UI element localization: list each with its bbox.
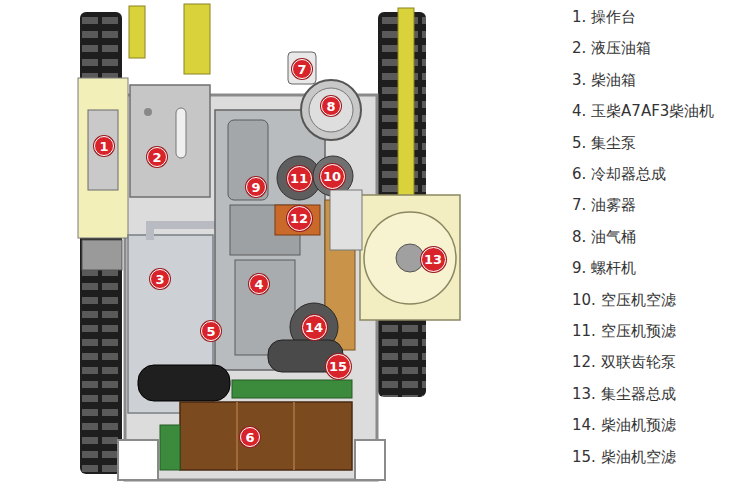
callout-number: 11 <box>290 172 308 185</box>
callout-number: 12 <box>290 212 308 225</box>
part-list-item: 4. 玉柴A7AF3柴油机 <box>572 102 714 120</box>
callout-number: 10 <box>323 170 341 183</box>
hydraulic-tank <box>130 85 210 197</box>
callout-circle: 12 <box>287 206 312 231</box>
callout-circle: 15 <box>326 354 351 379</box>
part-list-item: 10. 空压机空滤 <box>572 291 676 309</box>
callout-circle: 7 <box>292 59 312 79</box>
callout-circle: 13 <box>421 247 446 272</box>
control-panel <box>88 110 118 190</box>
part-list-item: 1. 操作台 <box>572 8 636 26</box>
oil-mist-separator <box>288 52 316 84</box>
callout-circle: 10 <box>320 164 345 189</box>
callout-number: 5 <box>206 325 215 338</box>
part-list-item: 9. 螺杆机 <box>572 259 636 277</box>
callout-number: 15 <box>329 360 347 373</box>
frame-foot <box>355 440 385 480</box>
callout-circle: 3 <box>150 269 170 289</box>
hydraulic-cylinder <box>129 6 145 58</box>
callout-circle: 11 <box>287 166 312 191</box>
hydraulic-cylinder <box>184 4 210 74</box>
operator-station <box>78 78 128 238</box>
part-list-item: 11. 空压机预滤 <box>572 322 676 340</box>
dust-pump <box>330 190 362 250</box>
muffler <box>138 365 230 401</box>
main-frame <box>125 95 377 480</box>
cooler-top <box>232 380 352 398</box>
dust-collector-drum <box>364 212 456 304</box>
callout-number: 14 <box>305 321 323 334</box>
gear-pump <box>275 205 320 235</box>
part-list-item: 6. 冷却器总成 <box>572 165 666 183</box>
part-list-item: 3. 柴油箱 <box>572 71 636 89</box>
oil-gas-barrel <box>301 80 361 140</box>
filler-cap <box>144 108 152 116</box>
callout-circle: 5 <box>201 321 221 341</box>
callout-number: 8 <box>326 100 335 113</box>
callout-circle: 8 <box>321 96 341 116</box>
engine <box>215 110 325 370</box>
part-list-item: 14. 柴油机预滤 <box>572 416 676 434</box>
part-list-item: 13. 集尘器总成 <box>572 385 676 403</box>
callout-number: 2 <box>152 151 161 164</box>
callout-circle: 2 <box>147 147 167 167</box>
screw-compressor <box>228 120 268 200</box>
cooler-divider <box>293 402 295 470</box>
cooler-divider <box>236 402 238 470</box>
callout-circle: 9 <box>246 177 266 197</box>
callout-number: 4 <box>254 278 263 291</box>
callout-number: 3 <box>155 273 164 286</box>
callout-circle: 14 <box>302 315 327 340</box>
callout-circle: 1 <box>94 136 114 156</box>
callout-number: 1 <box>99 140 108 153</box>
callout-circle: 4 <box>249 274 269 294</box>
callout-number: 9 <box>251 181 260 194</box>
valve-block <box>82 240 122 270</box>
cooler-fan-guard <box>160 425 180 470</box>
level-gauge <box>176 108 186 158</box>
part-list-item: 12. 双联齿轮泵 <box>572 353 676 371</box>
cooler <box>180 402 352 470</box>
callout-number: 6 <box>245 431 254 444</box>
hydraulic-cylinder <box>398 8 414 208</box>
part-list-item: 8. 油气桶 <box>572 228 636 246</box>
part-list-item: 2. 液压油箱 <box>572 39 651 57</box>
part-list-item: 7. 油雾器 <box>572 196 636 214</box>
callout-number: 13 <box>424 253 442 266</box>
callout-circle: 6 <box>240 427 260 447</box>
part-list-item: 5. 集尘泵 <box>572 134 636 152</box>
frame-foot <box>118 440 158 480</box>
barrel-lid <box>309 88 353 132</box>
callout-number: 7 <box>297 63 306 76</box>
dust-collector <box>360 195 460 320</box>
part-list-item: 15. 柴油机空滤 <box>572 448 676 466</box>
dust-collector-hub <box>396 244 424 272</box>
